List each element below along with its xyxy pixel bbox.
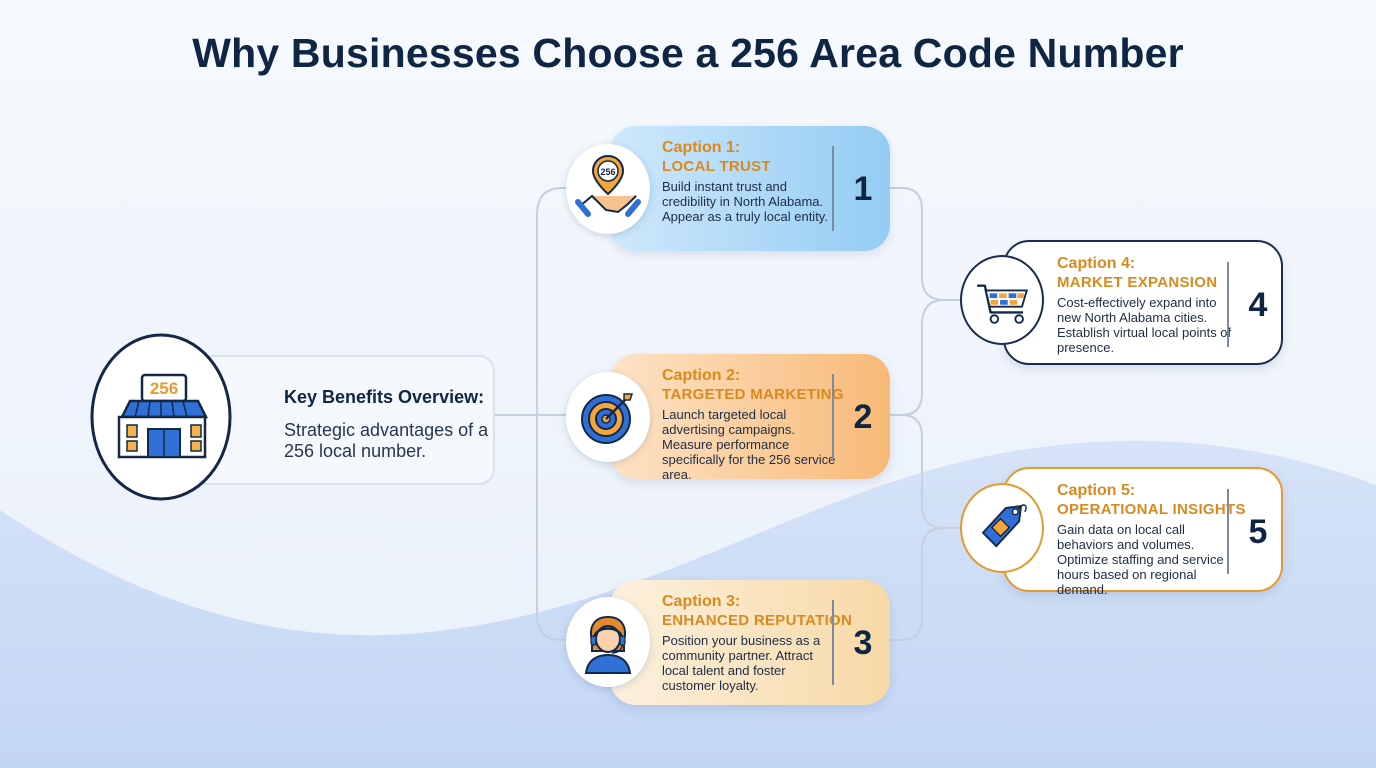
caption-divider <box>1227 262 1229 347</box>
caption-title: OPERATIONAL INSIGHTS <box>1057 501 1246 518</box>
link-3-to-5 <box>890 527 945 641</box>
caption-label: Caption 2: <box>662 367 741 384</box>
caption-card-1: Caption 1: LOCAL TRUST Build instant tru… <box>610 126 890 251</box>
caption-divider <box>1227 489 1229 574</box>
link-branch-vertical <box>536 187 590 641</box>
caption-card-2: Caption 2: TARGETED MARKETING Launch tar… <box>610 354 890 482</box>
caption-number: 5 <box>1248 513 1268 551</box>
page-title: Why Businesses Choose a 256 Area Code Nu… <box>192 30 1184 76</box>
caption-number: 3 <box>853 624 873 662</box>
hub-card: Key Benefits Overview: Strategic advanta… <box>180 355 495 485</box>
caption-label: Caption 4: <box>1057 255 1136 272</box>
caption-divider <box>832 374 834 459</box>
caption-title: ENHANCED REPUTATION <box>662 612 853 629</box>
caption-card-3: Caption 3: ENHANCED REPUTATION Position … <box>610 580 890 705</box>
caption-number: 4 <box>1248 286 1268 324</box>
caption-title: MARKET EXPANSION <box>1057 274 1218 291</box>
storefront-icon: 256 <box>90 333 232 501</box>
pin-badge-text: 256 <box>600 167 615 177</box>
caption-title: LOCAL TRUST <box>662 158 771 175</box>
caption-description: Cost-effectively expand into new North A… <box>1057 295 1232 355</box>
hub-title: Key Benefits Overview: <box>284 387 485 407</box>
support-agent-icon <box>566 597 650 687</box>
caption-card-5: Caption 5: OPERATIONAL INSIGHTS Gain dat… <box>1003 467 1283 597</box>
caption-description: Gain data on local call behaviors and vo… <box>1057 522 1224 597</box>
caption-number: 2 <box>853 398 873 436</box>
caption-description: Build instant trust and credibility in N… <box>662 179 828 224</box>
link-2-to-4 <box>890 299 945 416</box>
caption-description: Position your business as a community pa… <box>662 633 821 693</box>
caption-title: TARGETED MARKETING <box>662 386 844 403</box>
handshake-pin-icon: 256 <box>566 144 650 234</box>
target-icon <box>566 372 650 462</box>
caption-divider <box>832 600 834 685</box>
price-tag-icon <box>960 483 1044 573</box>
hub-sign-text: 256 <box>150 379 178 398</box>
link-1-to-4 <box>890 187 962 301</box>
shopping-cart-icon <box>960 255 1044 345</box>
caption-number: 1 <box>853 170 873 208</box>
caption-divider <box>832 146 834 231</box>
link-2-to-5 <box>890 414 962 529</box>
caption-card-4: Caption 4: MARKET EXPANSION Cost-effecti… <box>1003 240 1283 365</box>
caption-label: Caption 5: <box>1057 482 1136 499</box>
caption-description: Launch targeted local advertising campai… <box>662 407 836 482</box>
caption-label: Caption 1: <box>662 139 741 156</box>
hub-subtitle: Strategic advantages of a 256 local numb… <box>284 420 489 461</box>
caption-label: Caption 3: <box>662 593 741 610</box>
